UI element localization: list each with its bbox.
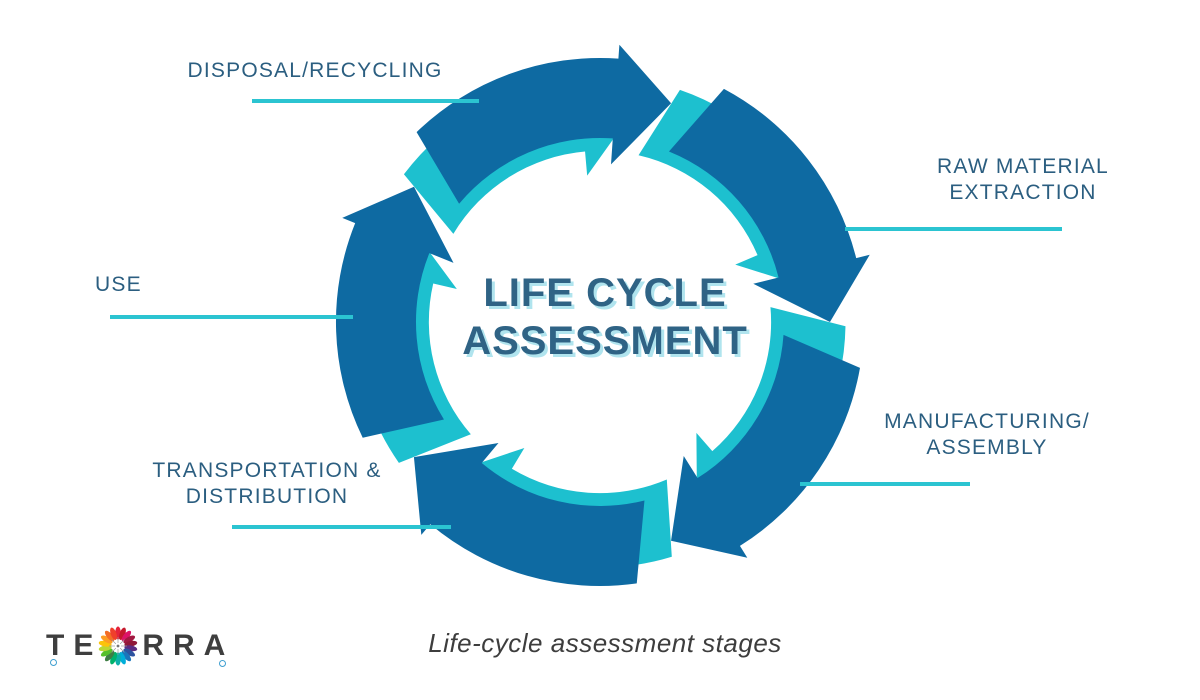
- starburst-petal: [122, 630, 132, 642]
- stage-label-line: RAW MATERIAL: [937, 155, 1109, 178]
- stage-label-line: TRANSPORTATION &: [152, 459, 382, 482]
- starburst-petal: [101, 635, 113, 644]
- stage-underline-use: [110, 315, 353, 319]
- starburst-petal: [105, 630, 115, 642]
- diagram-caption: Life-cycle assessment stages: [428, 628, 782, 658]
- starburst-petal: [101, 648, 113, 657]
- starburst-petal: [110, 627, 118, 640]
- logo-dot-left: [50, 659, 57, 666]
- stage-label-raw-material-extraction: RAW MATERIAL EXTRACTION: [878, 154, 1168, 206]
- stage-label-line: DISPOSAL/RECYCLING: [187, 59, 443, 82]
- stage-underline-disposal-recycling: [252, 99, 479, 103]
- logo-text-prefix: TE: [46, 629, 103, 662]
- title-line-2: ASSESSMENT: [462, 319, 748, 363]
- starburst-petal: [99, 645, 112, 652]
- logo-dot-right: [219, 660, 226, 667]
- starburst-petal: [124, 640, 138, 647]
- stage-label-use: USE: [95, 272, 235, 298]
- stage-underline-transportation-distribution: [232, 525, 451, 529]
- diagram-title: LIFE CYCLE ASSESSMENT: [395, 269, 815, 365]
- title-line-1: LIFE CYCLE: [483, 271, 727, 315]
- starburst-petal: [119, 627, 127, 640]
- logo-text-suffix: RRA: [142, 629, 235, 662]
- starburst-petal: [105, 650, 115, 662]
- stage-label-transportation-distribution: TRANSPORTATION & DISTRIBUTION: [117, 458, 417, 510]
- terra-starburst-petals: [99, 626, 138, 666]
- starburst-center: [116, 644, 120, 648]
- stage-label-line: MANUFACTURING/: [884, 410, 1090, 433]
- stage-underline-manufacturing-assembly: [800, 482, 970, 486]
- stage-label-line: ASSEMBLY: [926, 436, 1048, 459]
- starburst-petal: [119, 652, 127, 665]
- logo-starburst-icon: [99, 626, 138, 666]
- starburst-needles: [109, 637, 128, 655]
- stage-label-disposal-recycling: DISPOSAL/RECYCLING: [150, 58, 480, 84]
- stage-underline-raw-material-extraction: [845, 227, 1062, 231]
- stage-label-line: DISTRIBUTION: [185, 485, 349, 508]
- starburst-petal: [122, 650, 132, 662]
- terra-logo: TE RRA: [46, 624, 234, 668]
- stage-label-line: EXTRACTION: [949, 181, 1097, 204]
- stage-label-manufacturing-assembly: MANUFACTURING/ ASSEMBLY: [842, 409, 1132, 461]
- stage-label-line: USE: [95, 273, 142, 296]
- starburst-petal: [110, 652, 118, 665]
- starburst-petal: [123, 648, 136, 657]
- starburst-petal: [123, 635, 136, 644]
